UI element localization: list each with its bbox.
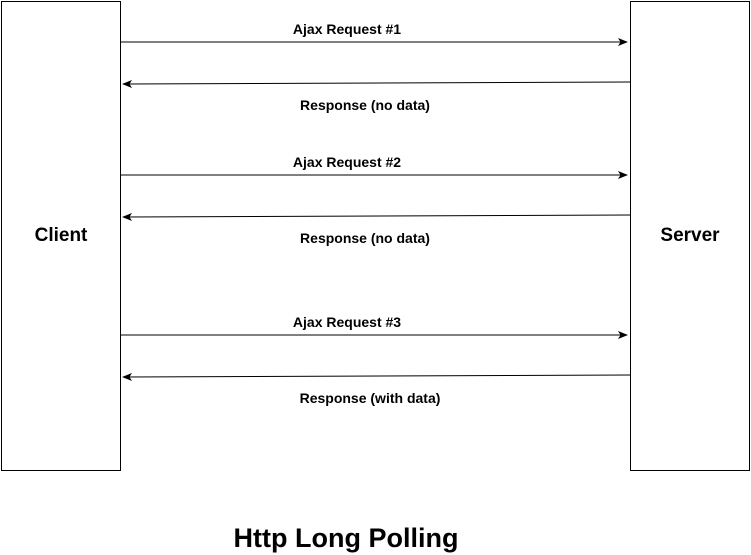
- diagram-title: Http Long Polling: [233, 523, 459, 553]
- response-1-label: Response (no data): [300, 97, 430, 113]
- response-1-arrow: [122, 79, 631, 88]
- client-label: Client: [34, 225, 88, 246]
- client-node: Client: [1, 1, 121, 471]
- request-1-label: Ajax Request #1: [292, 21, 402, 37]
- server-label: Server: [660, 225, 720, 246]
- response-2-arrow: [122, 212, 631, 221]
- request-3-label: Ajax Request #3: [292, 314, 402, 330]
- response-2-label: Response (no data): [300, 230, 430, 246]
- request-2-label: Ajax Request #2: [292, 154, 402, 170]
- response-3-arrow: [122, 372, 631, 381]
- response-3-label: Response (with data): [299, 390, 441, 406]
- server-node: Server: [630, 1, 750, 471]
